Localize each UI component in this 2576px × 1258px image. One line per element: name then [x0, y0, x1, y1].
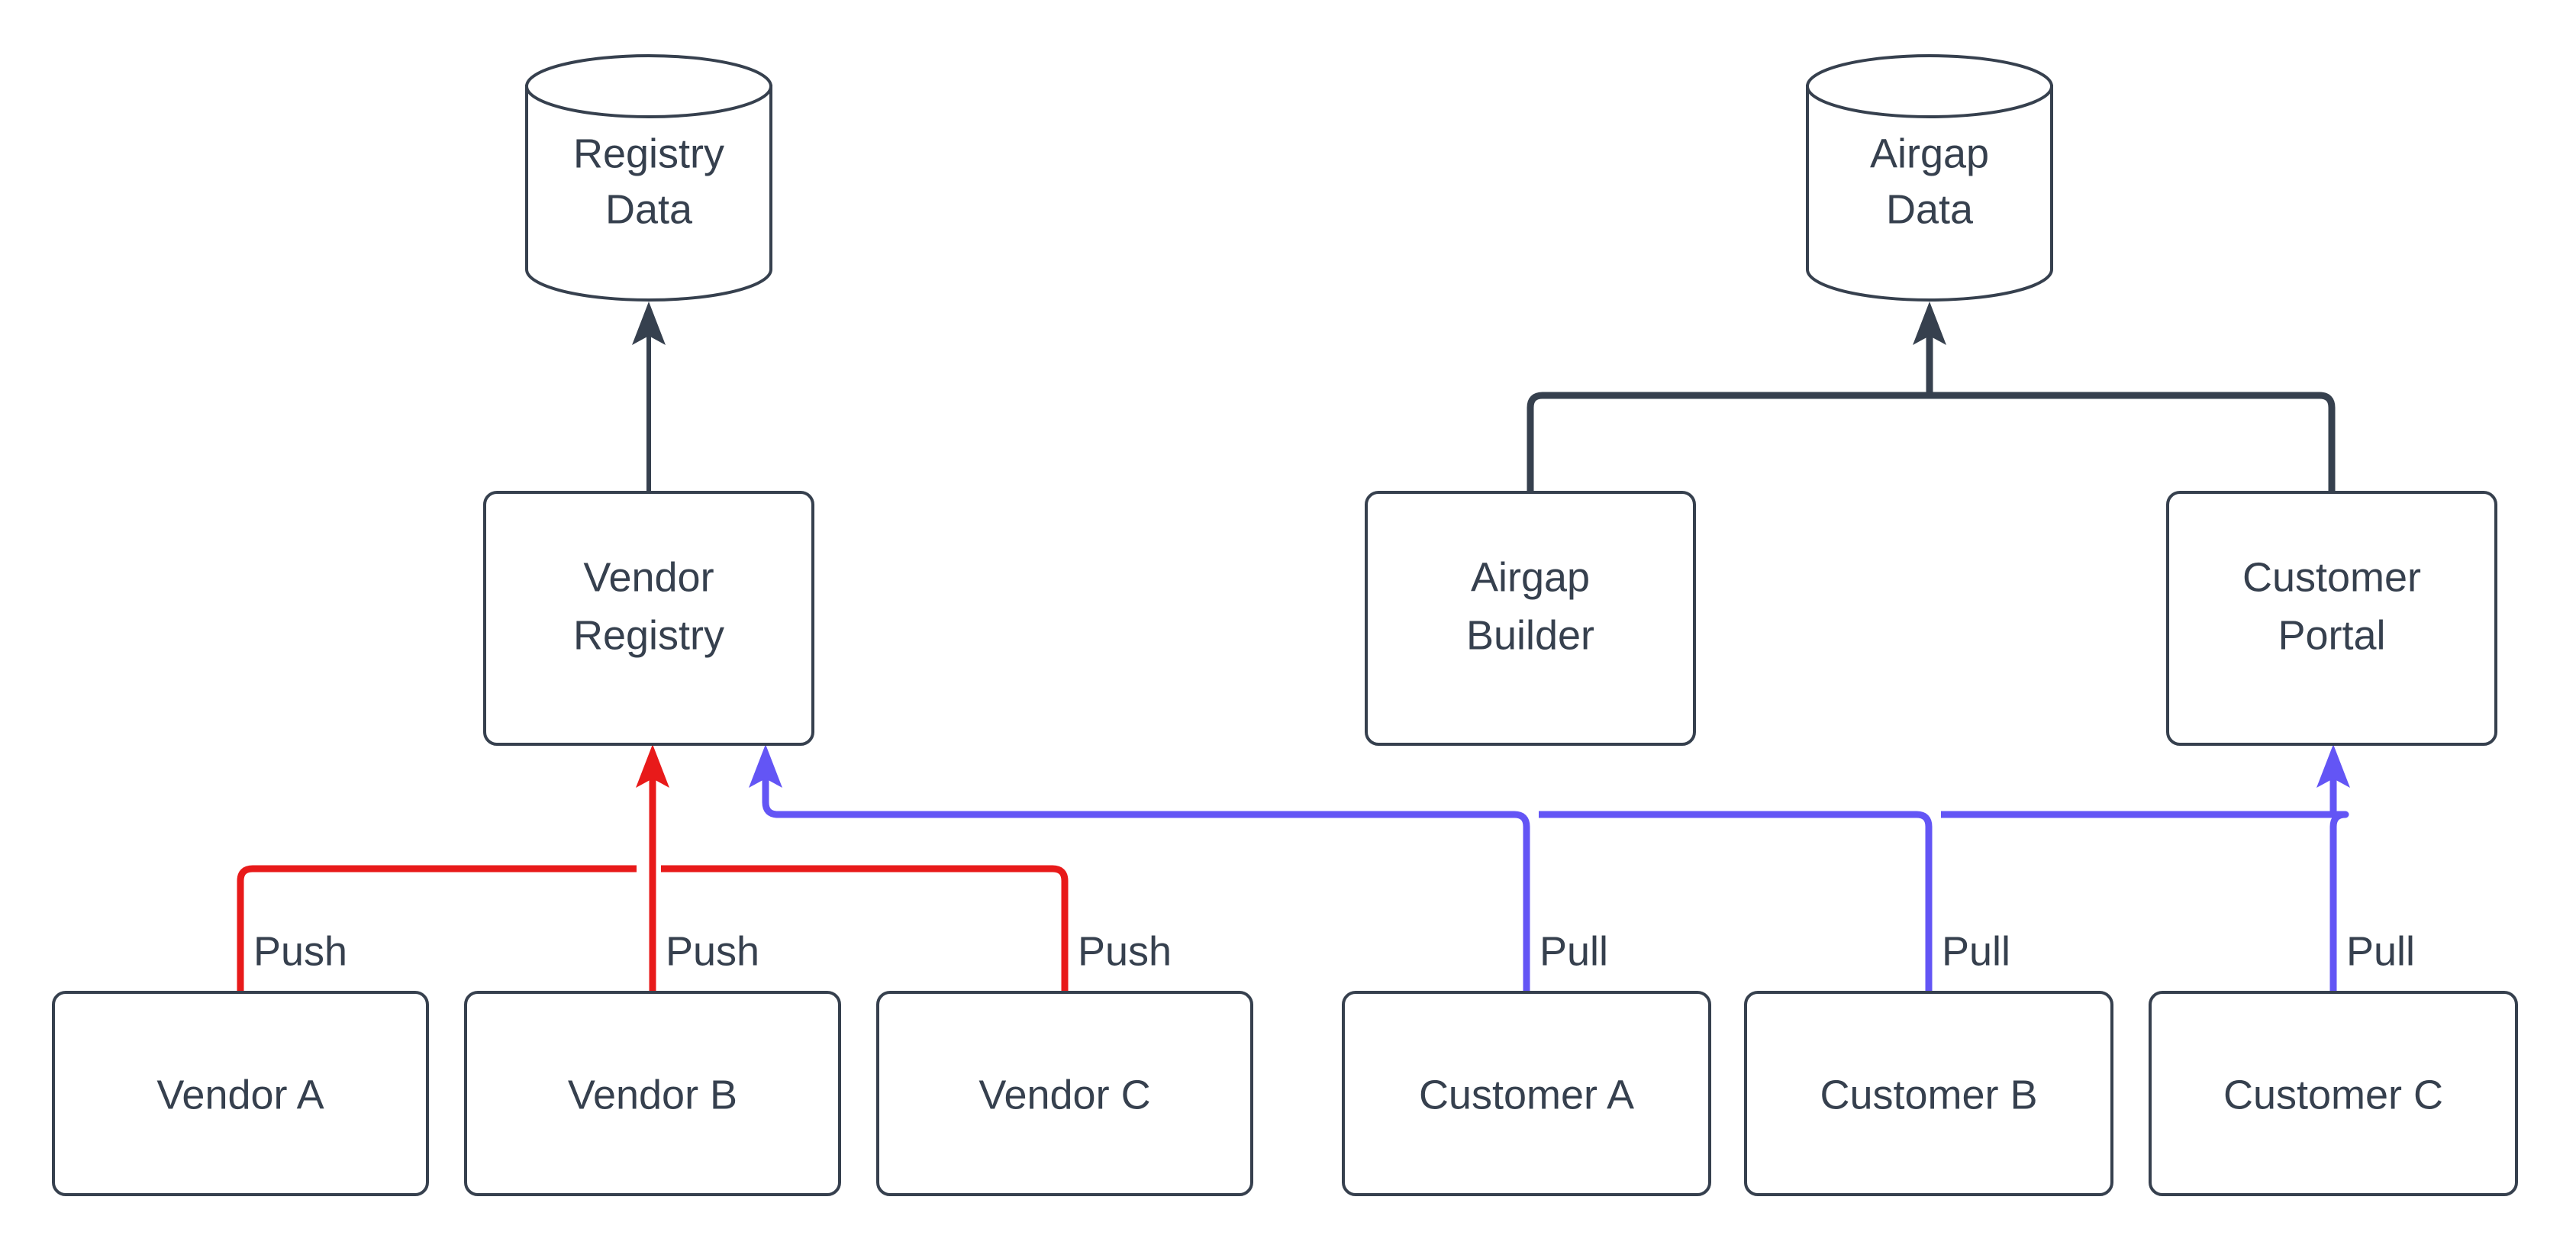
edge-label-push-vendor-a: Push — [253, 928, 347, 974]
edge-label-pull-customer-a: Pull — [1539, 928, 1608, 974]
edge-label-push-vendor-b: Push — [666, 928, 759, 974]
actor-customer-a[interactable]: Customer A — [1342, 991, 1711, 1196]
edge-pull-customer-b — [1539, 811, 1933, 992]
service-vendor-registry[interactable]: Vendor Registry — [483, 491, 814, 746]
actor-vendor-a[interactable]: Vendor A — [52, 991, 429, 1196]
actor-vendor-a-label: Vendor A — [156, 1072, 324, 1118]
edge-pull-customer-a — [749, 744, 1530, 992]
edge-airgap-data-riser — [1913, 302, 1946, 395]
edge-label-push-vendor-c: Push — [1078, 928, 1172, 974]
service-airgap-builder-label-line2: Builder — [1466, 612, 1594, 658]
actor-vendor-b-label: Vendor B — [568, 1072, 737, 1118]
service-customer-portal[interactable]: Customer Portal — [2166, 491, 2497, 746]
service-vendor-registry-label-line1: Vendor — [583, 554, 714, 600]
datastore-registry-data-label-line2: Data — [605, 186, 693, 232]
edge-label-pull-customer-c: Pull — [2346, 928, 2415, 974]
service-customer-portal-label-line2: Portal — [2278, 612, 2385, 658]
edge-push-vendor-b — [636, 744, 669, 992]
datastore-registry-data-label-line1: Registry — [573, 131, 724, 176]
service-vendor-registry-label-line2: Registry — [573, 612, 724, 658]
service-customer-portal-label-line1: Customer — [2242, 554, 2421, 600]
edge-customer-portal-to-airgap-data — [1930, 392, 2336, 492]
actor-customer-b-label: Customer B — [1820, 1072, 2037, 1118]
actor-customer-c-label: Customer C — [2223, 1072, 2443, 1118]
edge-pull-customer-c — [1941, 744, 2350, 992]
actor-customer-a-label: Customer A — [1419, 1072, 1634, 1118]
actor-customer-c[interactable]: Customer C — [2149, 991, 2518, 1196]
edge-label-pull-customer-b: Pull — [1942, 928, 2010, 974]
edge-airgap-builder-to-airgap-data — [1527, 392, 1930, 492]
edge-vendor-registry-to-registry-data — [632, 302, 666, 492]
actor-customer-b[interactable]: Customer B — [1744, 991, 2113, 1196]
edge-push-vendor-a — [237, 865, 637, 992]
service-airgap-builder-label-line1: Airgap — [1471, 554, 1590, 600]
datastore-airgap-data[interactable]: Airgap Data — [1806, 54, 2053, 302]
actor-vendor-c[interactable]: Vendor C — [876, 991, 1253, 1196]
edge-push-vendor-c — [661, 865, 1069, 992]
actor-vendor-b[interactable]: Vendor B — [464, 991, 841, 1196]
service-airgap-builder[interactable]: Airgap Builder — [1365, 491, 1696, 746]
datastore-registry-data[interactable]: Registry Data — [525, 54, 772, 302]
datastore-airgap-data-label-line1: Airgap — [1870, 131, 1989, 176]
actor-vendor-c-label: Vendor C — [978, 1072, 1150, 1118]
datastore-airgap-data-label-line2: Data — [1886, 186, 1974, 232]
